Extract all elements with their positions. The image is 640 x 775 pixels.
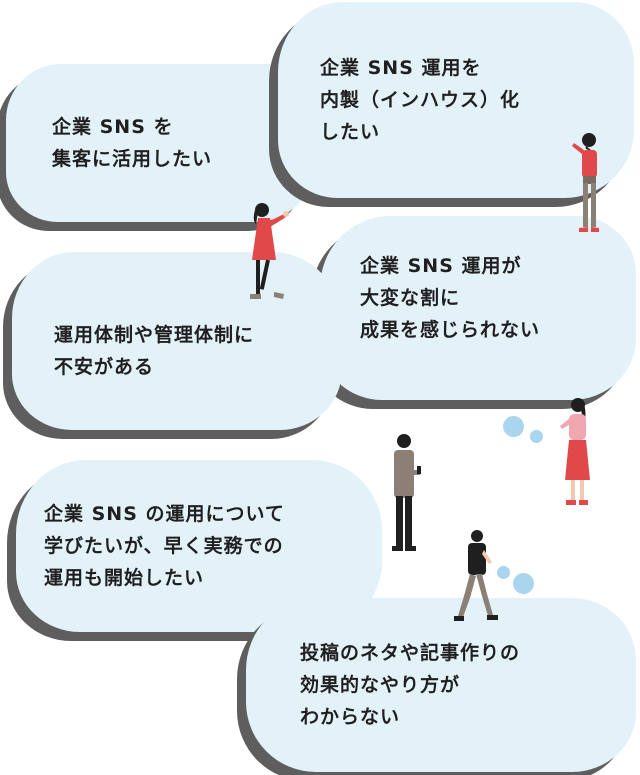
concern-text-5: 企業 SNS の運用について 学びたいが、早く実務での 運用も開始したい: [44, 503, 285, 589]
man-with-phone-icon: [392, 434, 421, 551]
concern-bubble-4: 企業 SNS 運用が 大変な割に 成果を感じられない: [320, 216, 636, 400]
man-walking-icon: [454, 530, 498, 621]
woman-red-top-icon: [572, 133, 599, 232]
thought-dot-small-2: [497, 566, 510, 579]
concern-bubble-3: 運用体制や管理体制に 不安がある: [12, 252, 342, 430]
thought-dot-large-1: [503, 416, 524, 437]
concern-bubble-6: 投稿のネタや記事作りの 効果的なやり方が わからない: [246, 598, 636, 772]
concern-text-6: 投稿のネタや記事作りの 効果的なやり方が わからない: [300, 642, 521, 728]
woman-red-dress-icon: [250, 203, 289, 299]
concern-bubble-1: 企業 SNS を 集客に活用したい: [6, 64, 316, 222]
concern-text-2: 企業 SNS 運用を 内製（インハウス）化 したい: [320, 57, 521, 143]
concern-bubble-2: 企業 SNS 運用を 内製（インハウス）化 したい: [278, 2, 634, 198]
concern-text-3: 運用体制や管理体制に 不安がある: [54, 324, 255, 378]
concern-text-1: 企業 SNS を 集客に活用したい: [52, 116, 213, 170]
woman-pink-top-icon: [560, 398, 590, 505]
thought-dot-small-1: [530, 430, 543, 443]
concern-text-4: 企業 SNS 運用が 大変な割に 成果を感じられない: [360, 255, 541, 341]
thought-dot-large-2: [513, 573, 534, 594]
